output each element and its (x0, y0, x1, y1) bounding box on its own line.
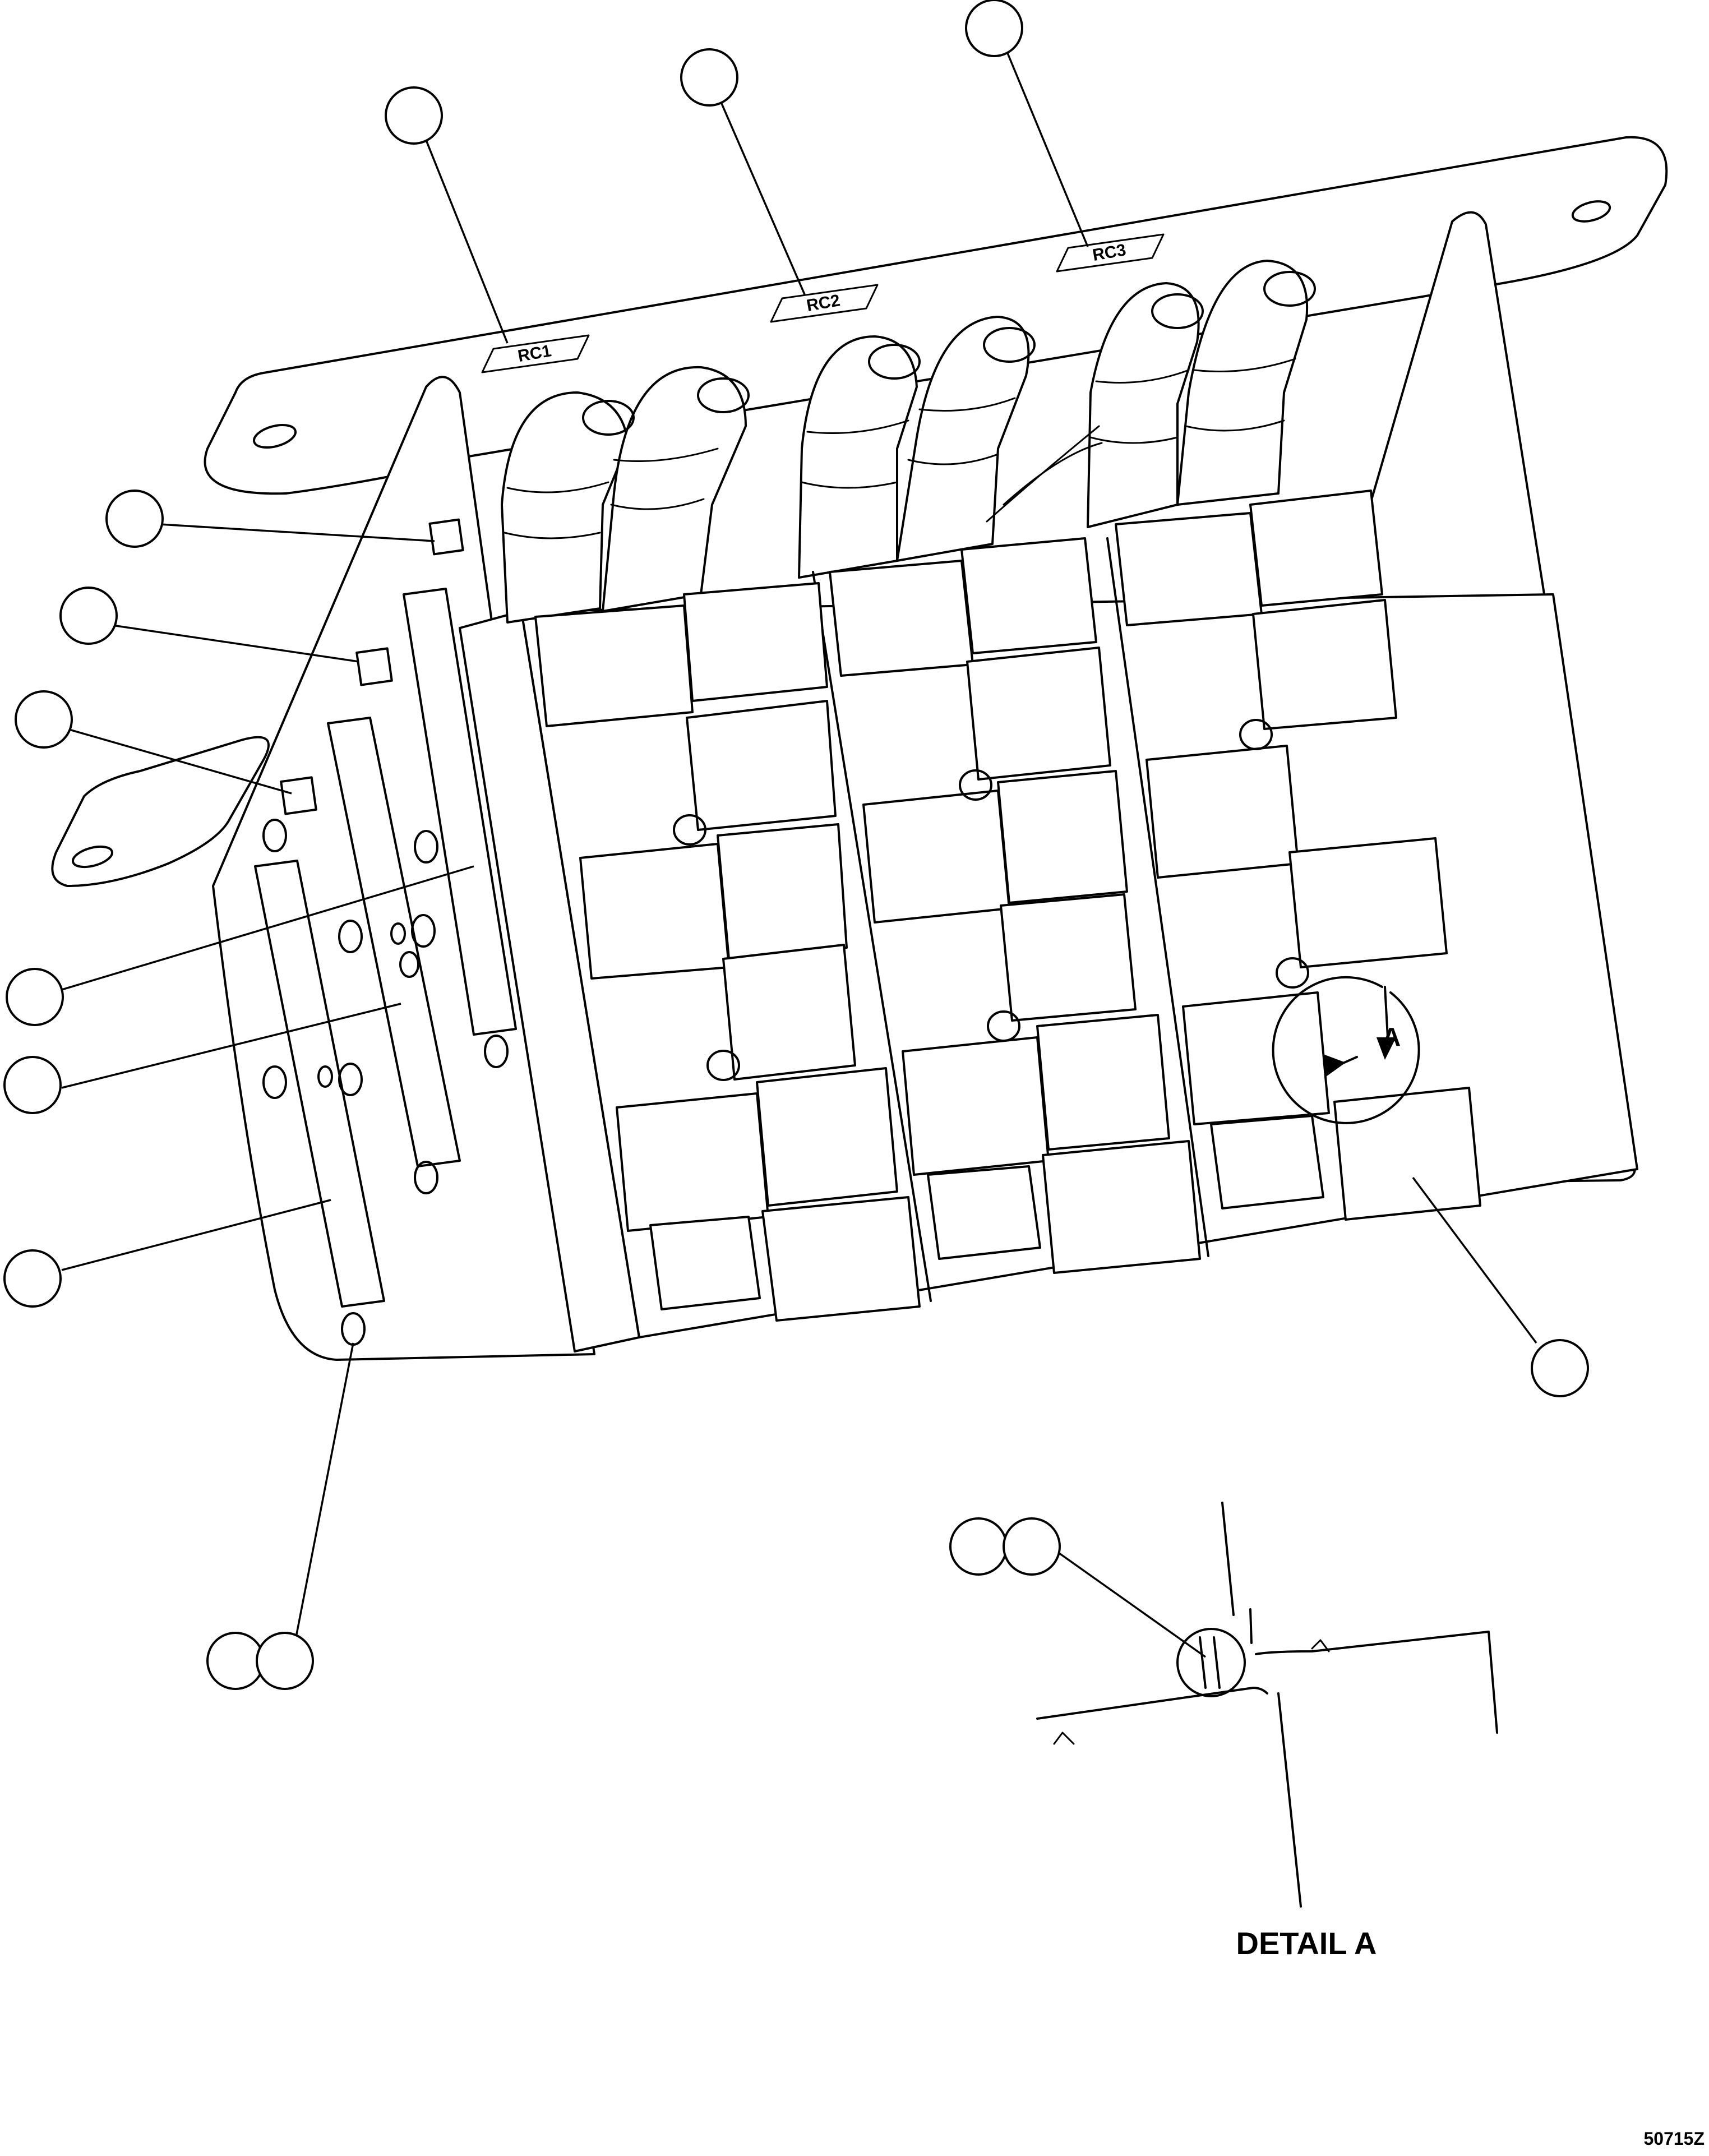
callout-bubble (1531, 1339, 1589, 1397)
detail-a-title: DETAIL A (1236, 1926, 1377, 1961)
flange-hole-left (253, 424, 297, 449)
view-a-letter: A (1382, 1022, 1401, 1051)
callout-bubble (256, 1632, 314, 1690)
relay (862, 790, 1010, 924)
side-plate-fasteners (262, 819, 509, 1346)
callout-bubble (385, 86, 443, 145)
callout-bubble (15, 690, 73, 749)
side-flange-hole (71, 845, 114, 869)
callout-leaders (61, 50, 1537, 1646)
relay (1288, 837, 1448, 968)
relay (1042, 1140, 1201, 1274)
callout-bubble (3, 1249, 62, 1308)
view-a-indicator: A (1272, 976, 1420, 1124)
relay (902, 1036, 1050, 1176)
detail-a-view: DETAIL A (949, 1502, 1498, 1961)
relay (717, 823, 848, 960)
relay (534, 604, 694, 727)
callout-bubble (6, 968, 64, 1026)
relay (1252, 599, 1397, 730)
relay-slot (649, 1216, 761, 1310)
relay (1333, 1087, 1481, 1221)
side-plate-slot-1 (403, 588, 517, 1036)
relay (1036, 1014, 1170, 1151)
relay (756, 1067, 898, 1207)
relay (616, 1092, 769, 1232)
side-tab-middle (355, 647, 393, 686)
callout-bubble (3, 1056, 62, 1114)
relay-slot (927, 1165, 1041, 1260)
left-side-flange (51, 736, 270, 887)
detail-callout-bubble (1003, 1517, 1061, 1576)
relay (686, 700, 837, 831)
callout-bubble (680, 48, 738, 107)
relay (1115, 512, 1263, 626)
relay (683, 582, 828, 702)
callout-bubble (59, 587, 118, 645)
callout-bubble (206, 1632, 265, 1690)
relay (966, 647, 1111, 781)
relay (1146, 745, 1299, 879)
relay-slot (1210, 1115, 1324, 1209)
relay (1000, 893, 1137, 1022)
side-tab-lower (280, 776, 317, 815)
detail-callout-bubble (949, 1517, 1008, 1576)
relay (960, 537, 1097, 654)
card-divider-1 (812, 571, 932, 1302)
flange-hole-right (1571, 200, 1611, 223)
relay-retaining-screws (673, 719, 1309, 1081)
wire-harness (501, 260, 1316, 624)
side-tab-upper (428, 518, 464, 556)
callout-bubbles (3, 0, 1589, 1690)
relay (761, 1196, 921, 1322)
relay (579, 843, 730, 980)
relay-array (534, 490, 1481, 1322)
callout-bubble (965, 0, 1023, 57)
relay (722, 944, 856, 1081)
drawing-number: 50715Z (1643, 2129, 1705, 2149)
relay (1249, 490, 1383, 607)
callout-bubble (105, 490, 164, 548)
relay (1182, 991, 1330, 1125)
relay (829, 560, 974, 677)
card-divider-2 (1106, 537, 1209, 1257)
relay (997, 770, 1128, 904)
